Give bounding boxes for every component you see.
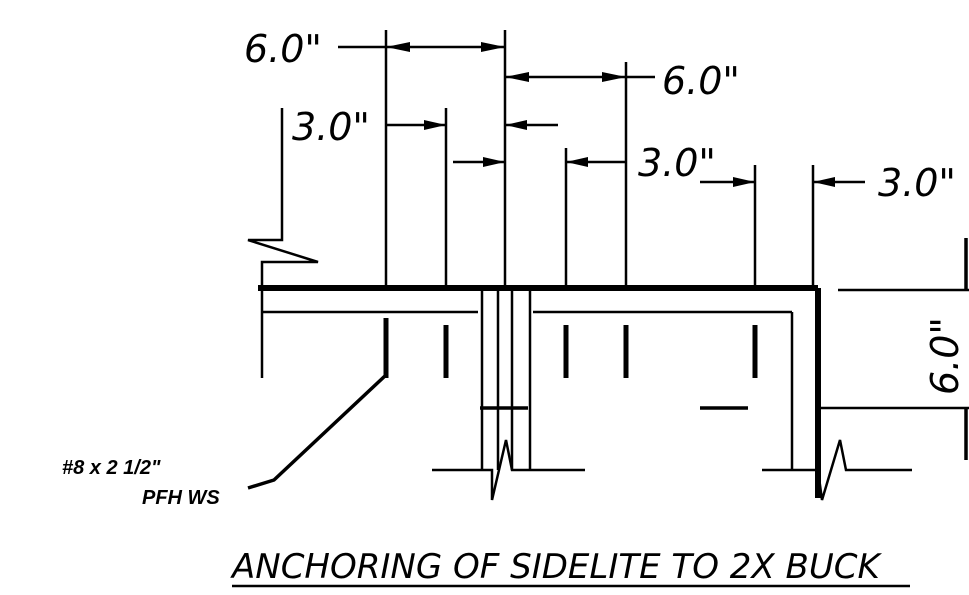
dim-label-right-3: 3.0" — [878, 161, 956, 205]
dim-label-top-right: 6.0" — [662, 59, 740, 103]
fastener-note-line1: #8 x 2 1/2" — [62, 457, 161, 479]
dim-label-top-left: 6.0" — [244, 27, 322, 71]
break-line-left — [247, 108, 319, 290]
arrowhead — [386, 42, 410, 52]
dim-label-vertical-6: 6.0" — [923, 317, 967, 395]
fastener-leader — [247, 373, 388, 490]
drawing-title: ANCHORING OF SIDELITE TO 2X BUCK — [230, 547, 882, 587]
break-line-bottom-right — [762, 439, 912, 501]
extension-lines — [384, 30, 815, 288]
arrowhead — [733, 177, 755, 187]
center-buck — [480, 288, 748, 470]
arrowhead — [481, 42, 505, 52]
fastener-note-line2: PFH WS — [142, 487, 220, 509]
arrowhead — [505, 72, 529, 82]
arrowhead — [424, 120, 446, 130]
arrowhead — [602, 72, 626, 82]
arrowhead — [505, 120, 527, 130]
dimension-lines — [338, 42, 969, 460]
dim-label-left-3: 3.0" — [292, 105, 370, 149]
dim-label-mid-3: 3.0" — [638, 141, 716, 185]
break-line-bottom-center — [432, 439, 585, 501]
arrowhead — [813, 177, 835, 187]
sidelite-frame — [258, 285, 821, 498]
fasteners — [383, 318, 758, 378]
arrowhead — [566, 157, 588, 167]
arrowhead — [483, 157, 505, 167]
